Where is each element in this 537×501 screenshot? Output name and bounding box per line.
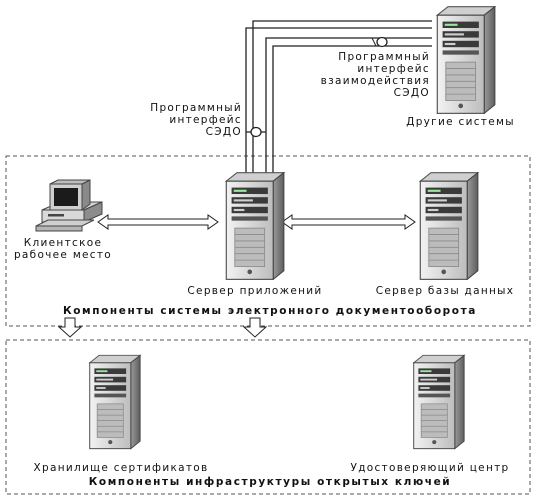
left-interface-line3: СЭДО — [205, 126, 242, 138]
app-db-arrow — [281, 214, 416, 230]
workstation-icon — [35, 179, 103, 232]
app-server-icon — [225, 172, 285, 280]
client-label-line1: Клиентское — [23, 237, 103, 249]
client-label-line2: рабочее место — [13, 249, 113, 261]
edms-group-frame — [5, 155, 531, 327]
client-label: Клиентское рабочее место — [8, 237, 118, 261]
cert-center-server-icon — [413, 354, 465, 450]
right-interface-line2: интерфейс — [357, 63, 430, 75]
right-interface-label: Программный интерфейс взаимодействия СЭД… — [300, 51, 430, 99]
cert-center-label: Удостоверяющий центр — [350, 462, 510, 474]
down-arrow-center — [242, 317, 268, 338]
pki-group-label: Компоненты инфраструктуры открытых ключе… — [88, 476, 452, 488]
right-interface-line4: СЭДО — [393, 87, 430, 99]
client-app-arrow — [97, 214, 219, 230]
left-interface-line2: интерфейс — [169, 114, 242, 126]
left-interface-label: Программный интерфейс СЭДО — [120, 102, 242, 138]
db-server-label: Сервер базы данных — [375, 285, 515, 297]
right-interface-line1: Программный — [338, 51, 430, 63]
cert-store-server-icon — [89, 354, 141, 450]
left-interface-marker — [246, 126, 266, 138]
cert-store-label: Хранилище сертификатов — [33, 462, 209, 474]
down-arrow-left — [57, 317, 83, 338]
edms-group-label: Компоненты системы электронного документ… — [63, 305, 477, 317]
other-systems-label: Другие системы — [406, 116, 515, 128]
right-interface-line3: взаимодействия — [320, 75, 430, 87]
db-server-icon — [419, 172, 479, 280]
pki-group-frame — [5, 339, 531, 495]
left-interface-line1: Программный — [150, 102, 242, 114]
other-systems-server-icon — [436, 6, 496, 114]
app-server-label: Сервер приложений — [187, 285, 323, 297]
right-interface-marker — [371, 36, 388, 48]
